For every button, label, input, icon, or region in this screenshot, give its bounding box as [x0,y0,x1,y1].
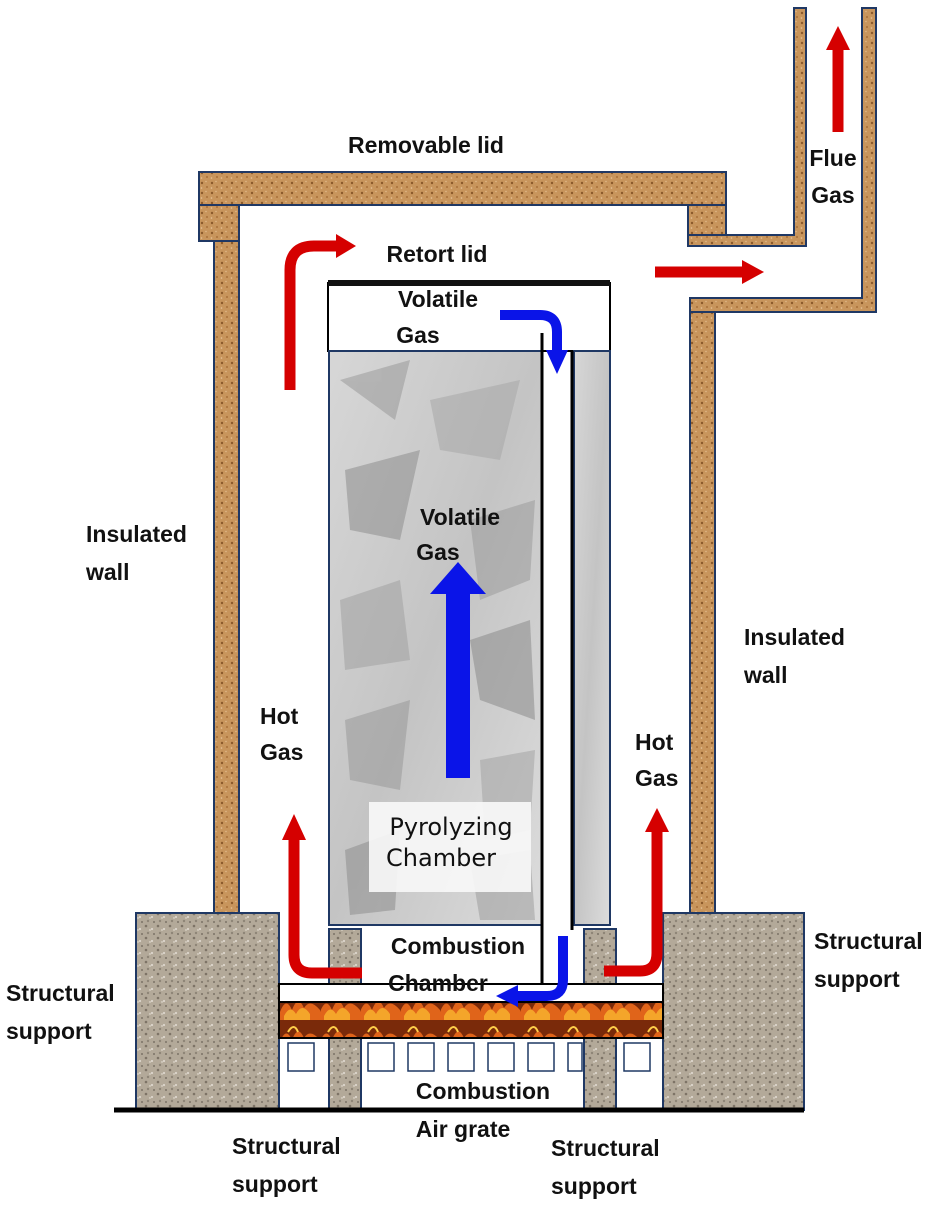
red-arrowhead [742,260,764,284]
label-structural-support-bottom-left-1: Structural [232,1133,341,1159]
retort-lid [328,280,610,286]
label-volatile-gas-mid-2: Gas [416,539,459,565]
hot-gas-arrows [284,50,844,979]
blue-arrowhead [430,562,486,594]
label-insulated-wall-left-1: Insulated [86,521,187,547]
label-combustion-air-grate-1: Combustion [416,1078,550,1104]
label-insulated-wall-left-2: wall [85,559,129,585]
fire-bed [278,1001,664,1039]
label-combustion-chamber-2: Chamber [388,970,488,996]
label-structural-support-left-2: support [6,1018,92,1044]
label-structural-support-bottom-left-2: support [232,1171,318,1197]
label-insulated-wall-right-1: Insulated [744,624,845,650]
label-combustion-chamber-1: Combustion [391,933,525,959]
label-removable-lid: Removable lid [348,132,504,158]
combustion-area [114,983,804,1113]
label-hot-gas-right-1: Hot [635,729,674,755]
red-arrowhead [336,234,356,258]
label-hot-gas-right-2: Gas [635,765,678,791]
flue-duct-lower [689,7,877,313]
outer-insulation [198,7,877,914]
hot-gas-arrowheads [282,26,850,840]
label-hot-gas-left-2: Gas [260,739,303,765]
retort-top-space [327,282,611,352]
label-structural-support-right-2: support [814,966,900,992]
label-combustion-air-grate-2: Air grate [416,1116,511,1142]
blue-arrowhead [546,350,568,374]
structural-support-left-block [135,912,280,1111]
red-flow-arrow-top-left [284,240,336,390]
lid-right-lip [687,204,727,236]
removable-lid [198,171,727,206]
blue-flow-arrow-main-shaft [446,592,470,778]
flue-duct-upper [687,7,807,247]
right-insulated-wall [689,311,716,914]
label-structural-support-right-1: Structural [814,928,923,954]
label-flue-gas-1: Flue [809,145,856,171]
label-retort-lid: Retort lid [387,241,488,267]
label-structural-support-bottom-right-1: Structural [551,1135,660,1161]
label-flue-gas-2: Gas [811,182,854,208]
red-flow-arrow-left-lower [288,838,362,979]
red-flow-arrow-right-lower [604,830,663,977]
retort-right-strip [573,350,611,926]
label-hot-gas-left-1: Hot [260,703,299,729]
label-volatile-gas-mid-1: Volatile [420,504,500,530]
blue-flow-arrow-top [500,310,562,350]
volatile-gas-arrows [430,310,568,1007]
retort [327,280,611,985]
label-volatile-gas-top-2: Gas [396,322,439,348]
structural-support-right-block [662,912,805,1111]
biomass-texture [340,360,535,920]
label-pyrolyzing-chamber-2: Chamber [386,844,496,872]
lid-left-lip [198,204,240,242]
label-structural-support-left-1: Structural [6,980,115,1006]
air-grate [287,1042,651,1072]
label-pyrolyzing-chamber-1: Pyrolyzing [389,813,512,841]
label-volatile-gas-top-1: Volatile [398,286,478,312]
pyrolyzing-label-box [369,802,531,892]
blue-flow-arrow-bottom [518,936,568,1001]
label-insulated-wall-right-2: wall [743,662,787,688]
blue-arrowhead [496,985,518,1007]
red-arrowhead [645,808,669,832]
left-insulated-wall [213,240,240,914]
label-structural-support-bottom-right-2: support [551,1173,637,1199]
red-arrowhead [826,26,850,50]
red-arrowhead [282,814,306,840]
